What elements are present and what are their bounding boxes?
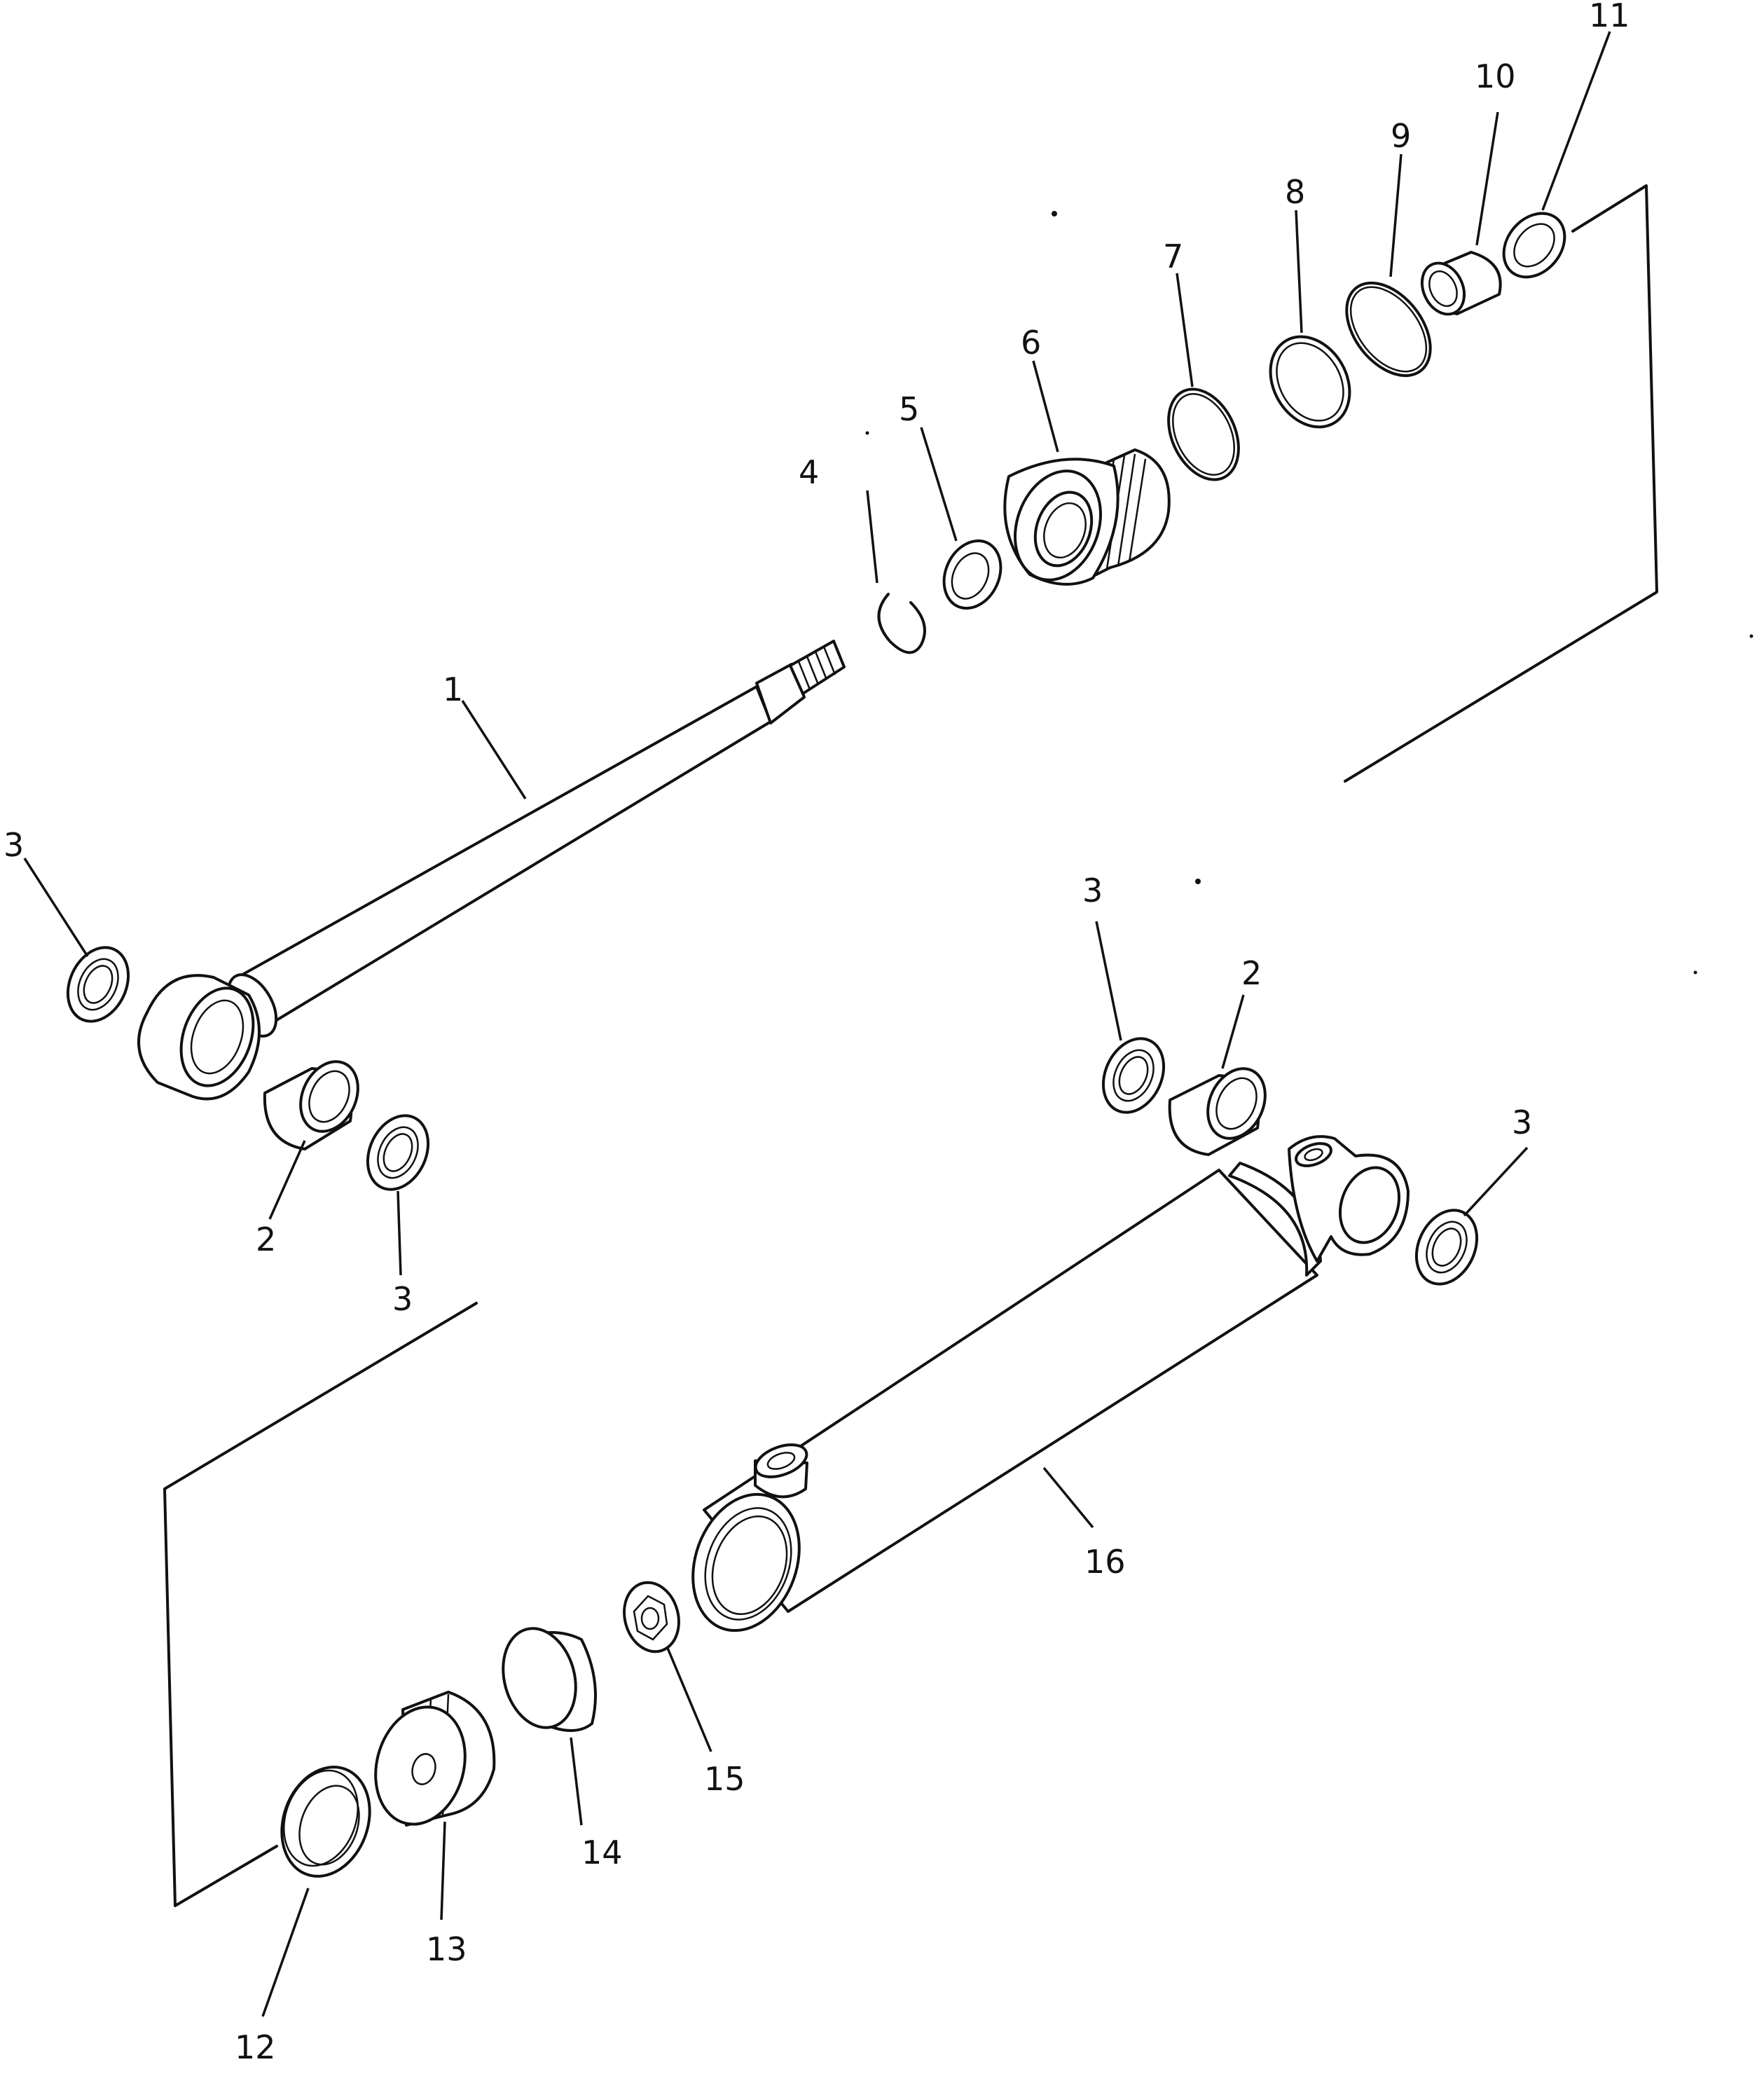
label-8: 8: [1285, 173, 1305, 211]
label-12: 12: [235, 2028, 276, 2066]
label-6: 6: [1021, 324, 1041, 362]
label-10: 10: [1475, 57, 1516, 95]
backup-ring: [1269, 335, 1351, 429]
piston-rod: [137, 640, 846, 1101]
label-16: 16: [1084, 1543, 1126, 1581]
bushing-10: [1420, 251, 1502, 316]
lock-nut: [623, 1581, 680, 1654]
label-1: 1: [443, 671, 463, 708]
bearing-tube-right: [1414, 1209, 1479, 1286]
bushing-rod: [263, 1060, 359, 1150]
label-11: 11: [1589, 0, 1630, 34]
assembly-bracket-upper: [1344, 184, 1658, 783]
label-7: 7: [1163, 238, 1183, 275]
cylinder-head: [1003, 448, 1171, 586]
dust-seal: [1502, 212, 1566, 279]
piston-ring: [502, 1627, 597, 1732]
scan-specks: [865, 211, 1753, 975]
leader-lines: [23, 31, 1611, 2017]
bearing-tube-left: [1101, 1037, 1166, 1114]
label-9: 9: [1391, 117, 1411, 155]
label-13: 13: [426, 1930, 467, 1968]
label-3-tube-left: 3: [1082, 872, 1103, 909]
o-ring-7: [1167, 387, 1240, 481]
label-5: 5: [899, 390, 919, 428]
label-3-rod-right: 3: [392, 1280, 413, 1318]
bearing-rod-left: [66, 946, 130, 1023]
snap-ring: [877, 593, 926, 654]
label-14: 14: [581, 1834, 623, 1871]
piston: [374, 1691, 496, 1827]
bushing-tube: [1168, 1067, 1267, 1156]
part-labels: 1 3 2 3 4 5 6 7 8 9 10 11 3 2 3 16 15 14…: [4, 0, 1630, 2066]
assembly-bracket-lower: [163, 1302, 478, 1907]
label-2-tube: 2: [1241, 954, 1262, 992]
label-3-rod-left: 3: [4, 826, 24, 864]
label-2-rod: 2: [256, 1221, 276, 1258]
label-15: 15: [704, 1760, 745, 1798]
seal: [942, 539, 1002, 610]
piston-seal: [280, 1766, 371, 1878]
cylinder-tube: [691, 1135, 1410, 1632]
bearing-rod-right: [366, 1114, 430, 1191]
label-4: 4: [799, 453, 819, 491]
o-ring-9: [1345, 281, 1432, 378]
label-3-tube-right: 3: [1512, 1104, 1532, 1141]
